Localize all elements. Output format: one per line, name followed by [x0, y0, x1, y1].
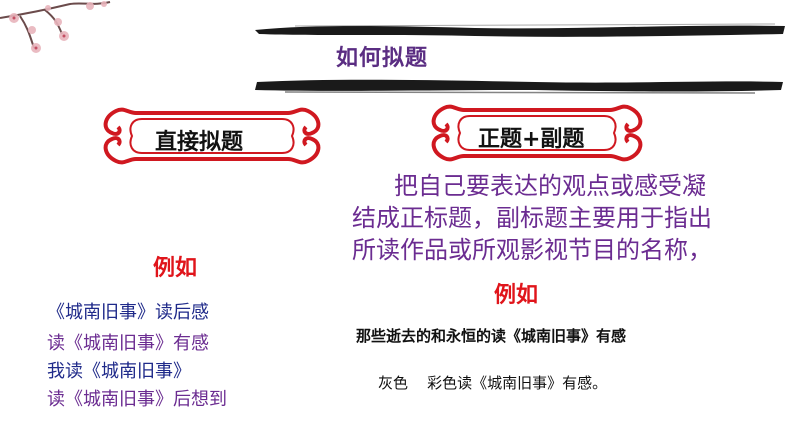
page-title: 如何拟题	[336, 46, 429, 71]
left-frame-label: 直接拟题	[155, 130, 244, 155]
right-example-item: 灰色 彩色读《城南旧事》有感。	[378, 374, 608, 392]
explanation-line: 把自己要表达的观点或感受凝	[394, 172, 706, 200]
ink-brush-stroke-top	[255, 23, 785, 37]
ink-brush-stroke-bottom	[255, 79, 783, 94]
explanation-paragraph: 把自己要表达的观点或感受凝 结成正标题，副标题主要用于指出 所读作品或所观影视节…	[352, 170, 772, 266]
plum-blossom-branch-icon	[0, 1, 111, 53]
right-ornament-frame	[431, 104, 643, 162]
left-ornament-frame	[103, 107, 321, 165]
right-example-item: 那些逝去的和永恒的读《城南旧事》有感	[356, 327, 627, 345]
left-example-item: 我读《城南旧事》	[47, 361, 191, 382]
explanation-line: 所读作品或所观影视节目的名称，	[352, 236, 712, 264]
left-example-item: 读《城南旧事》后想到	[47, 389, 227, 410]
explanation-line: 结成正标题，副标题主要用于指出	[352, 204, 712, 232]
left-example-item: 《城南旧事》读后感	[47, 302, 209, 323]
left-example-heading: 例如	[153, 256, 198, 281]
left-example-item: 读《城南旧事》有感	[47, 333, 209, 354]
right-example-heading: 例如	[494, 283, 539, 308]
right-frame-label: 正题+副题	[478, 127, 585, 152]
